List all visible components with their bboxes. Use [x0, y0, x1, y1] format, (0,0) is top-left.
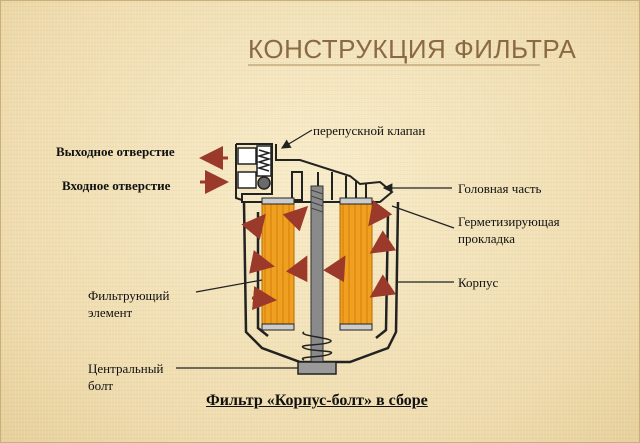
label-bolt-line1: Центральный [88, 361, 164, 376]
diagram-caption: Фильтр «Корпус-болт» в сборе [206, 392, 428, 409]
label-bypass-valve: перепускной клапан [313, 123, 426, 138]
title-underline [248, 64, 540, 66]
label-element-line2: элемент [88, 305, 133, 320]
leader-lines [176, 129, 455, 369]
label-gasket-line2: прокладка [458, 231, 516, 246]
flow-arrows [199, 146, 397, 311]
label-inlet: Входное отверстие [62, 178, 171, 193]
label-outlet: Выходное отверстие [56, 144, 175, 159]
head-ports [237, 147, 257, 189]
bypass-valve [256, 145, 272, 190]
central-bolt [297, 185, 337, 375]
label-element-line1: Фильтрующий [88, 288, 170, 303]
label-bolt-line2: болт [88, 378, 114, 393]
label-head: Головная часть [458, 181, 542, 196]
slide-title: КОНСТРУКЦИЯ ФИЛЬТРА [248, 34, 577, 64]
filter-element-right [339, 201, 373, 327]
label-housing: Корпус [458, 275, 499, 290]
label-gasket-line1: Герметизирующая [458, 214, 560, 229]
